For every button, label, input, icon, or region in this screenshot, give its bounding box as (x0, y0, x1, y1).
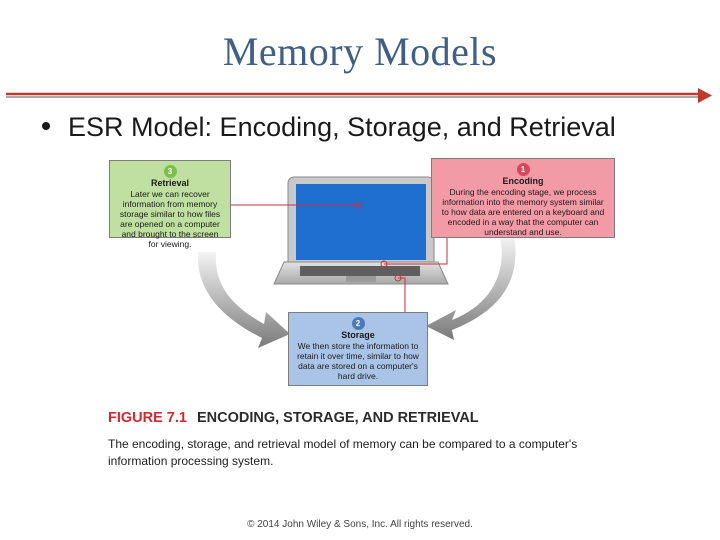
figure-caption: The encoding, storage, and retrieval mod… (108, 437, 578, 468)
step-2-badge-icon: 2 (351, 317, 365, 330)
encoding-heading: Encoding (502, 176, 544, 186)
laptop-keyboard (300, 266, 420, 276)
retrieval-heading: Retrieval (150, 178, 190, 188)
encoding-callout: 1 Encoding During the encoding stage, we… (431, 158, 615, 238)
copyright-footer: © 2014 John Wiley & Sons, Inc. All right… (247, 519, 473, 530)
bullet-dot-icon (42, 121, 50, 130)
step-1-badge-icon: 1 (516, 163, 530, 176)
encoding-text: During the encoding stage, we process in… (441, 187, 605, 237)
step-3-badge-icon: 3 (163, 165, 177, 178)
arrow-encoding-to-storage-icon (426, 236, 516, 340)
retrieval-callout: 3 Retrieval Later we can recover informa… (109, 160, 231, 249)
figure-heading: FIGURE 7.1 ENCODING, STORAGE, AND RETRIEV… (108, 410, 479, 426)
title-divider (6, 88, 712, 103)
retrieval-text: Later we can recover information from me… (119, 189, 221, 249)
bullet-text: ESR Model: Encoding, Storage, and Retrie… (68, 112, 616, 142)
figure-title: ENCODING, STORAGE, AND RETRIEVAL (196, 410, 479, 426)
arrow-storage-to-retrieval-icon (197, 252, 290, 348)
laptop-screen (296, 184, 426, 260)
bullet-point: ESR Model: Encoding, Storage, and Retrie… (42, 112, 616, 143)
storage-callout: 2 Storage We then store the information … (288, 312, 428, 386)
storage-text: We then store the information to retain … (297, 341, 419, 381)
storage-heading: Storage (341, 330, 375, 340)
figure-number: FIGURE 7.1 (108, 410, 187, 426)
slide-title: Memory Models (222, 29, 498, 74)
